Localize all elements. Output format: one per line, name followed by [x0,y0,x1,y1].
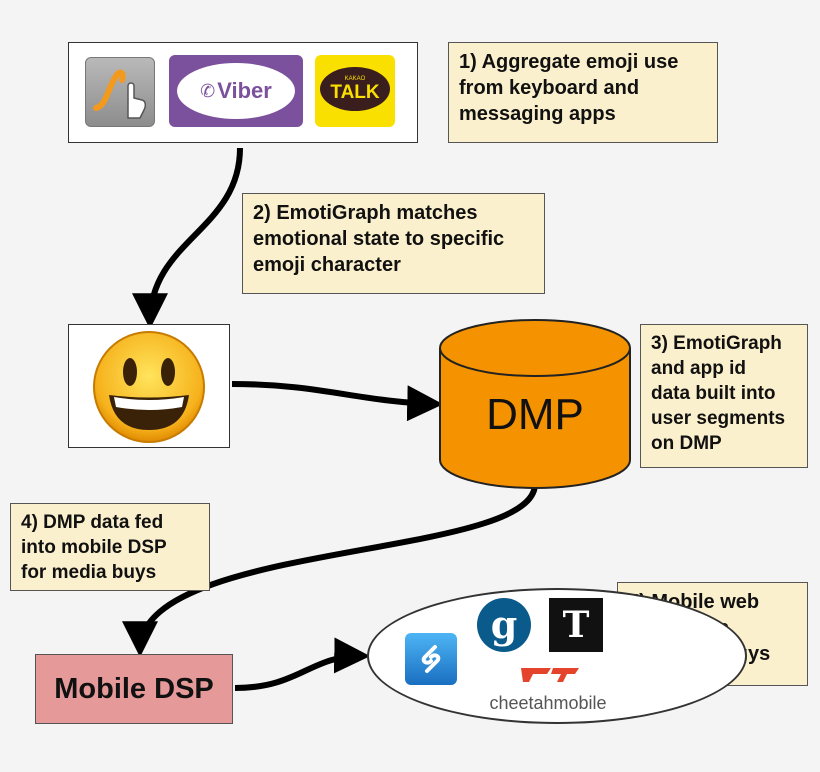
kakao-talk-label: TALK [330,81,380,103]
viber-logo-oval: ✆ Viber [177,63,295,119]
arrow-emoji-to-dmp [231,381,444,422]
nyt-logo-icon: T [549,598,603,652]
shazam-logo-icon [405,633,457,685]
dmp-cylinder [439,319,631,489]
swipe-gesture-icon [93,69,147,119]
step2-note: 2) EmotiGraph matches emotional state to… [242,193,545,294]
kakaotalk-bubble: KAKAO TALK [320,67,390,111]
emoji-box [68,324,230,448]
dmp-label: DMP [486,390,584,439]
cheetah-mobile-logo: cheetahmobile [481,664,615,714]
guardian-letter: g [490,602,518,647]
step3-note: 3) EmotiGraph and app id data built into… [640,324,808,468]
step4-note: 4) DMP data fed into mobile DSP for medi… [10,503,210,591]
mobile-dsp-label: Mobile DSP [54,672,214,705]
mobile-dsp-box: Mobile DSP [35,654,233,724]
kakaotalk-app-icon: KAKAO TALK [315,55,395,127]
app-sources-box: ✆ Viber KAKAO TALK [68,42,418,143]
cheetah-mark-icon [521,668,579,682]
viber-app-icon: ✆ Viber [169,55,303,127]
arrow-dsp-to-inventory [234,637,371,691]
inventory-ellipse: g T cheetahmobile [367,588,747,724]
swype-app-icon [85,57,155,127]
cheetah-mobile-label: cheetahmobile [489,693,607,713]
grinning-face-emoji-icon [93,331,205,443]
nyt-letter: T [562,604,590,646]
guardian-logo-icon: g [477,598,531,652]
step1-note: 1) Aggregate emoji use from keyboard and… [448,42,718,143]
viber-label: Viber [217,78,272,103]
arrow-dmp-to-dsp [122,483,538,658]
arrow-apps-to-emoji [132,147,243,330]
phone-icon: ✆ [200,80,216,101]
kakao-small-label: KAKAO [344,75,366,82]
